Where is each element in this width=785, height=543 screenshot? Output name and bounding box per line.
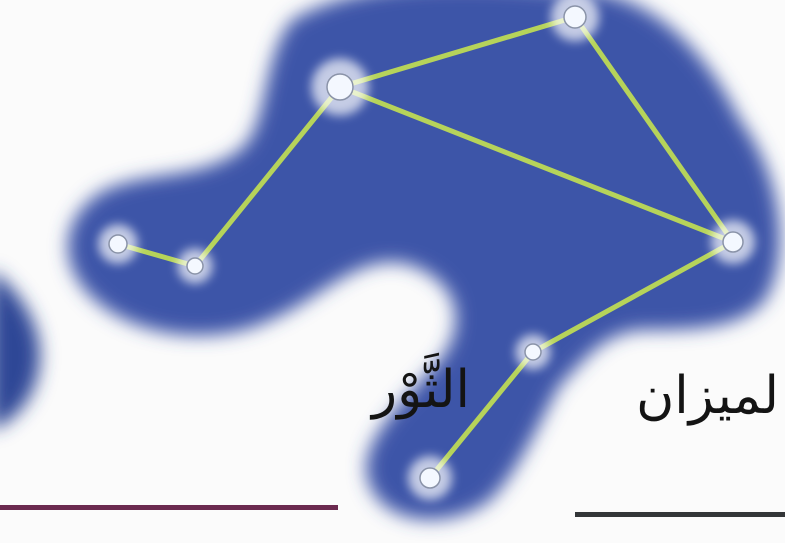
constellation-name-right: لميزان	[636, 370, 779, 422]
sky-blob-left	[0, 270, 40, 430]
divider-line-left	[0, 505, 338, 510]
star-1	[98, 224, 138, 264]
divider-line-right	[575, 512, 785, 517]
star-5	[711, 220, 755, 264]
star-6	[515, 334, 550, 369]
star-2	[177, 248, 212, 283]
star-7	[408, 456, 452, 500]
star-3	[311, 58, 368, 115]
constellation-name-left: الثَّوْر	[372, 364, 470, 416]
